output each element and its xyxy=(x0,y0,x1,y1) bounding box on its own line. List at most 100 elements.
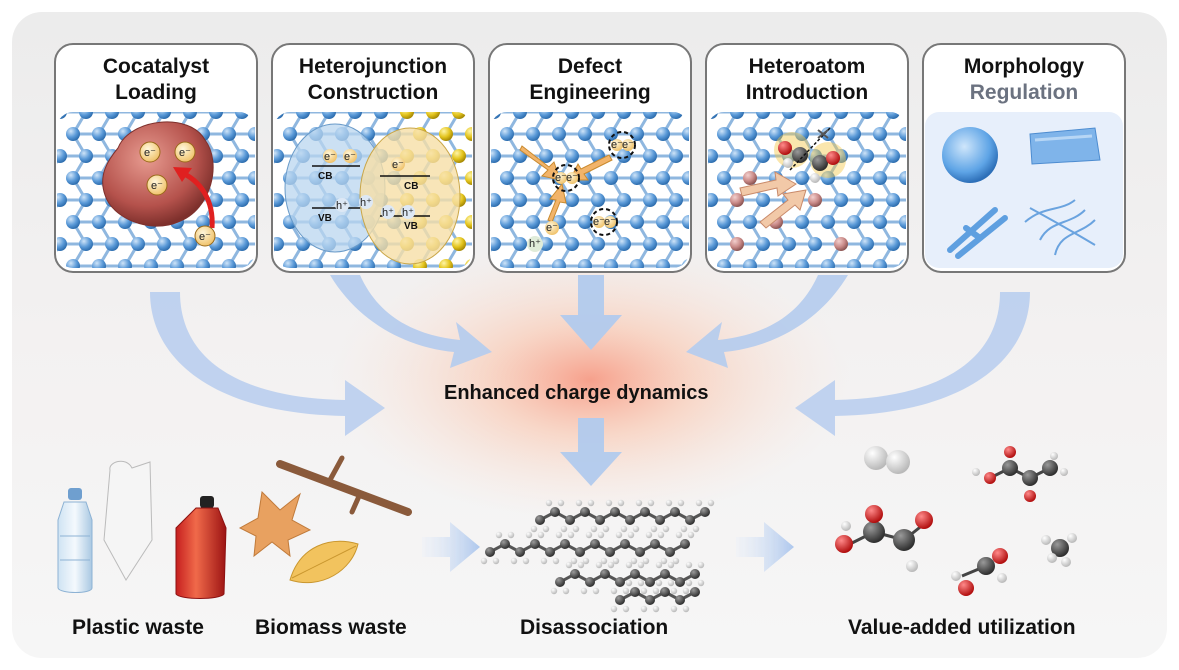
lattice-atom xyxy=(439,127,453,141)
lattice-atom xyxy=(717,215,731,229)
lattice-atom xyxy=(274,149,284,163)
lattice-atom xyxy=(873,259,887,268)
lattice-atom xyxy=(526,259,540,268)
hydrogen-atom xyxy=(682,605,690,613)
lattice-atom xyxy=(539,237,553,251)
lattice-atom xyxy=(630,171,644,185)
lattice-atom xyxy=(274,112,284,119)
hydrogen-atom xyxy=(510,557,518,565)
strategy-title-heterojunction: Heterojunction Construction xyxy=(272,54,474,106)
lattice-atom xyxy=(57,112,67,119)
lattice-atom xyxy=(669,237,683,251)
lattice-atom xyxy=(565,149,579,163)
lattice-atom xyxy=(131,237,145,251)
hydrocarbon-chains xyxy=(480,499,715,613)
hydrogen-atom xyxy=(582,557,590,565)
lattice-atom xyxy=(730,112,744,119)
hydrogen-atom xyxy=(687,531,695,539)
hydrogen-atom xyxy=(587,499,595,507)
title-line-2: Introduction xyxy=(745,81,869,104)
card-defect-engineering: e⁻ e⁻ e⁻ e⁻ e⁻ e⁻ e⁻ h⁺ xyxy=(488,43,692,273)
lattice-atom xyxy=(491,149,501,163)
strategy-title-morphology: Morphology Regulation xyxy=(923,54,1125,106)
hydrogen-atom xyxy=(652,605,660,613)
carbon-atom xyxy=(625,515,635,525)
lattice-atom xyxy=(526,215,540,229)
lattice-atom xyxy=(886,237,900,251)
hydrogen-atom xyxy=(655,579,663,587)
lattice-pattern xyxy=(491,112,689,268)
hydrogen-atom xyxy=(555,531,563,539)
lattice-atom xyxy=(834,237,848,251)
hydrogen-atom xyxy=(560,525,568,533)
svg-text:h⁺: h⁺ xyxy=(382,207,394,219)
hydrogen-atom xyxy=(632,525,640,533)
title-line-2: Loading xyxy=(115,81,197,104)
adsorbed-molecule xyxy=(774,127,846,183)
lattice-atom xyxy=(79,193,93,207)
lattice-atom xyxy=(669,149,683,163)
svg-text:e⁻: e⁻ xyxy=(179,147,191,159)
svg-text:e⁻: e⁻ xyxy=(144,147,156,159)
lattice-atom xyxy=(795,171,809,185)
hydrogen-atom xyxy=(660,557,668,565)
lattice-atom xyxy=(743,171,757,185)
lattice-atom xyxy=(335,259,349,268)
card-cocatalyst-loading: e⁻ e⁻ e⁻ e⁻ xyxy=(54,43,258,273)
lattice-atom xyxy=(756,149,770,163)
defect-arrows xyxy=(519,145,613,223)
lattice-atom xyxy=(743,259,757,268)
carbon-atom xyxy=(535,515,545,525)
hydrogen-atom xyxy=(557,499,565,507)
svg-text:h⁺: h⁺ xyxy=(336,200,348,212)
lattice-atom xyxy=(66,215,80,229)
carbon-atom xyxy=(700,507,710,517)
lattice-atom xyxy=(847,171,861,185)
lattice-atom xyxy=(526,171,540,185)
title-line-1: Defect xyxy=(557,55,623,78)
lattice-atom xyxy=(222,259,236,268)
carbon-atom xyxy=(610,507,620,517)
svg-text:VB: VB xyxy=(318,213,332,224)
lattice-atom xyxy=(248,171,255,185)
lattice-atom xyxy=(886,193,900,207)
hydrogen-atom xyxy=(542,525,550,533)
lattice-atom xyxy=(274,193,284,207)
caption-plastic-waste: Plastic waste xyxy=(72,616,204,639)
svg-text:h⁺: h⁺ xyxy=(402,207,414,219)
lattice-atom xyxy=(743,127,757,141)
lattice-atom xyxy=(491,112,501,119)
hydrogen-atom xyxy=(567,531,575,539)
carbon-atom xyxy=(645,577,655,587)
lattice-atom xyxy=(526,127,540,141)
svg-text:e⁻: e⁻ xyxy=(566,172,578,184)
lattice-atom xyxy=(821,171,835,185)
carbon-atom xyxy=(590,539,600,549)
svg-text:e⁻: e⁻ xyxy=(392,159,404,171)
svg-text:e⁻: e⁻ xyxy=(151,180,163,192)
lattice-atom xyxy=(656,171,670,185)
hydrogen-atom xyxy=(685,579,693,587)
carbon-atom xyxy=(545,547,555,557)
lattice-atom xyxy=(656,215,670,229)
lattice-atom xyxy=(500,215,514,229)
morphology-shapes xyxy=(942,127,1101,259)
hydrogen-atom xyxy=(682,587,690,595)
hydrogen-atom xyxy=(647,499,655,507)
lattice-atom xyxy=(500,259,514,268)
lattice-atom xyxy=(66,127,80,141)
carbon-atom xyxy=(530,539,540,549)
hydrogen-atom xyxy=(617,499,625,507)
carbon-atom xyxy=(485,547,495,557)
lattice-atom xyxy=(491,193,501,207)
hydrogen-atom xyxy=(552,557,560,565)
carbon-atom xyxy=(605,547,615,557)
lattice-atom xyxy=(756,112,770,119)
hydrogen-atom xyxy=(685,561,693,569)
hydrogen-atom xyxy=(540,557,548,565)
lattice-atom xyxy=(643,149,657,163)
lattice-atom xyxy=(465,215,472,229)
carbon-atom xyxy=(585,577,595,587)
lattice-atom xyxy=(643,193,657,207)
